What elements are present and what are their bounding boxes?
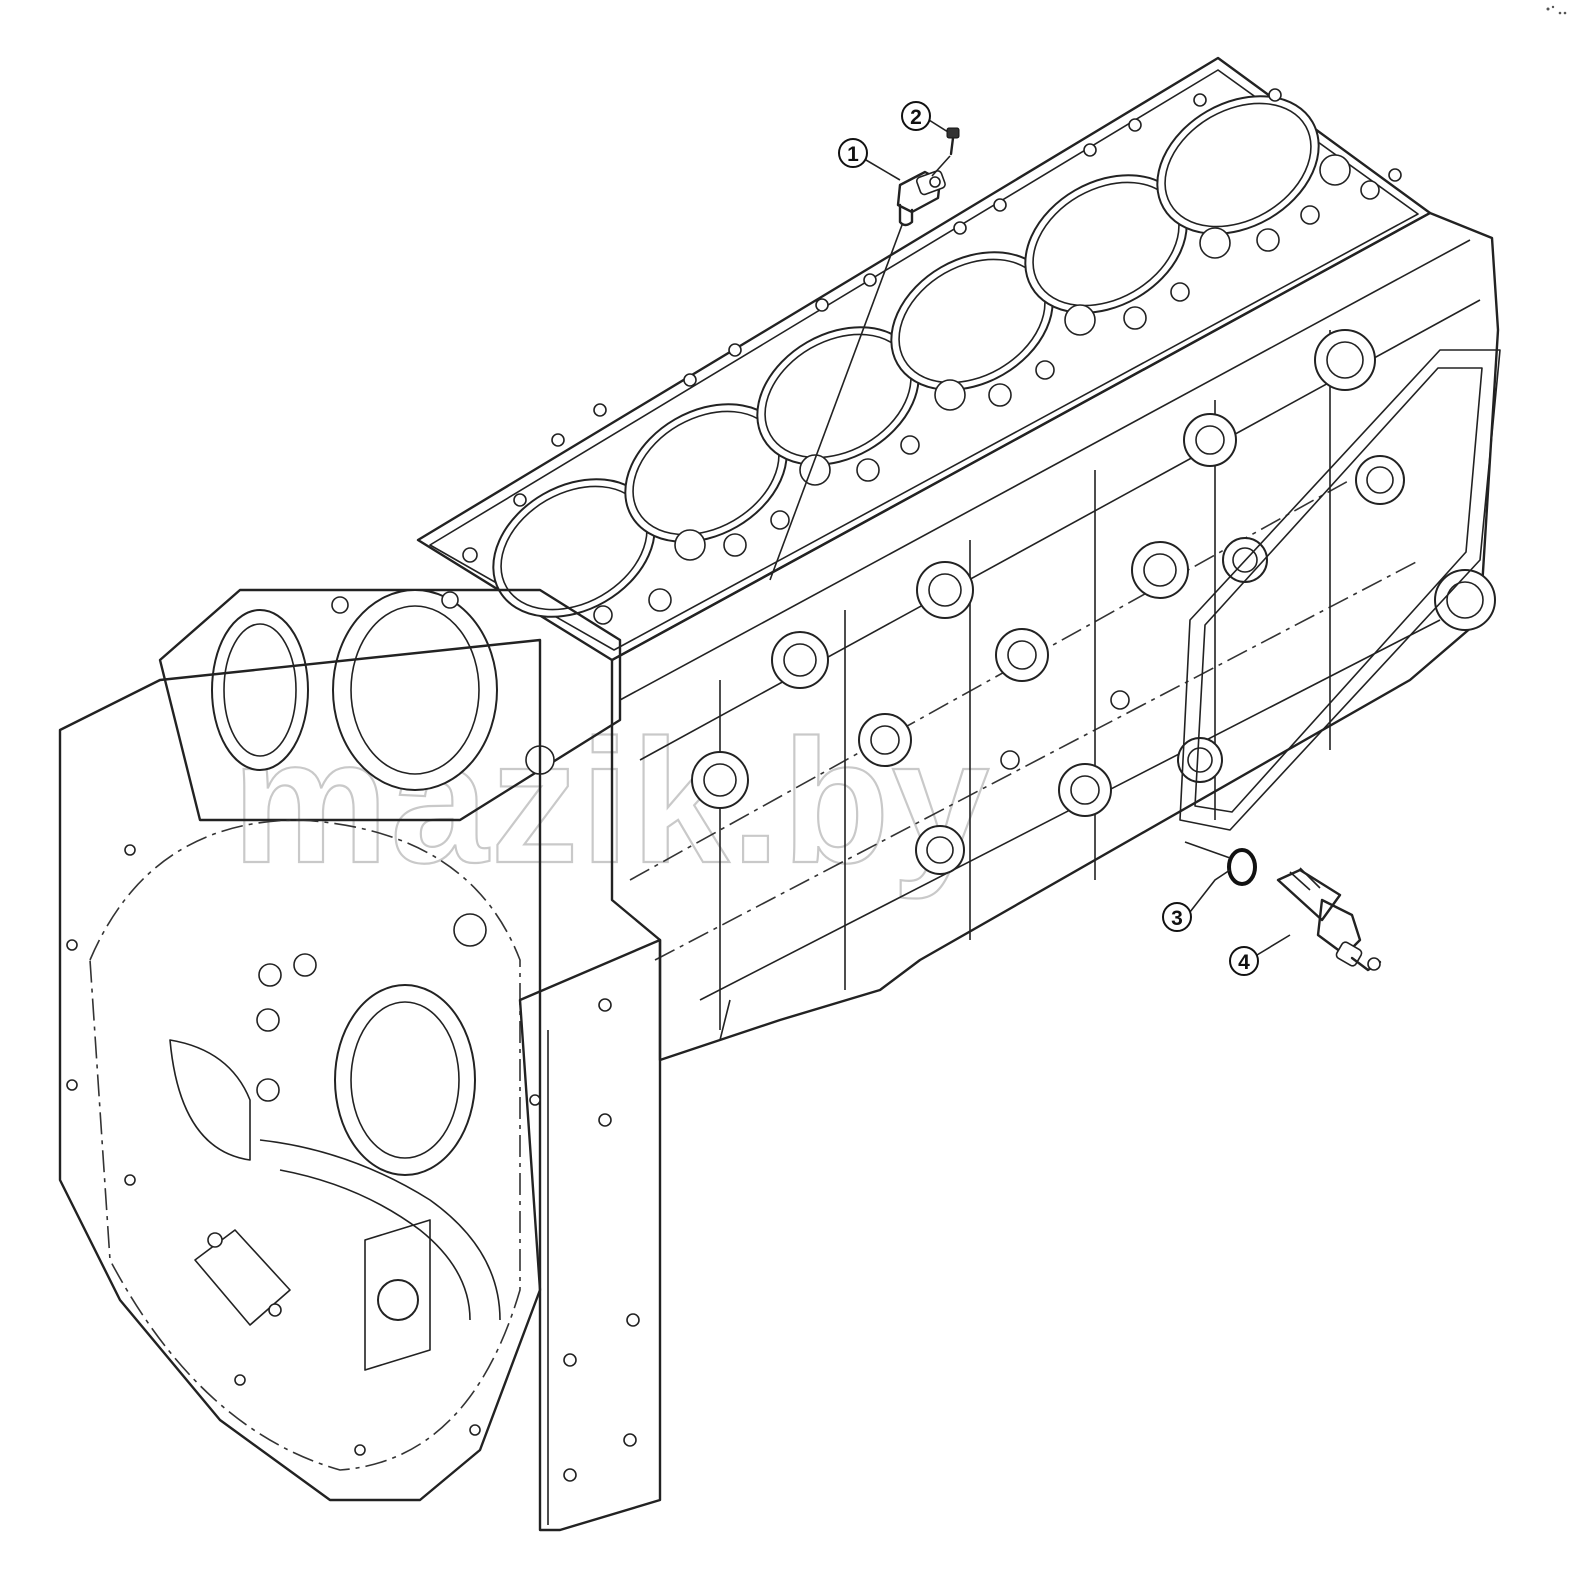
corner-mark: [1546, 5, 1567, 15]
lower-pocket: [364, 1219, 431, 1371]
gasket-holes: [462, 88, 1402, 625]
svg-text:3: 3: [1171, 907, 1183, 930]
cylinder-head-gasket: [416, 56, 1432, 662]
part-2-bolt: [931, 127, 960, 177]
svg-text:1: 1: [847, 143, 859, 166]
callout-4: 4: [1229, 946, 1259, 976]
side-cover-gasket: [1179, 349, 1501, 831]
callout-2: 2: [901, 101, 931, 131]
svg-text:4: 4: [1238, 951, 1250, 974]
block-bosses: [691, 329, 1496, 875]
part-1-camshaft-sensor: [769, 170, 946, 581]
part-3-sealing-ring: [1184, 841, 1257, 886]
block-rear-panel: [518, 938, 731, 1532]
callout-3: 3: [1162, 902, 1192, 932]
front-housing: [158, 588, 622, 947]
callout-1: 1: [838, 138, 868, 168]
flywheel-sensor-bracket: [194, 1229, 291, 1326]
part-4-pressure-sensor: [1276, 867, 1382, 972]
svg-text:2: 2: [910, 106, 922, 129]
cylinder-bores: [492, 95, 1320, 618]
engine-block-side: [610, 211, 1501, 1062]
flywheel-housing-bolt-holes: [66, 844, 541, 1456]
flywheel-housing: [58, 638, 542, 1502]
